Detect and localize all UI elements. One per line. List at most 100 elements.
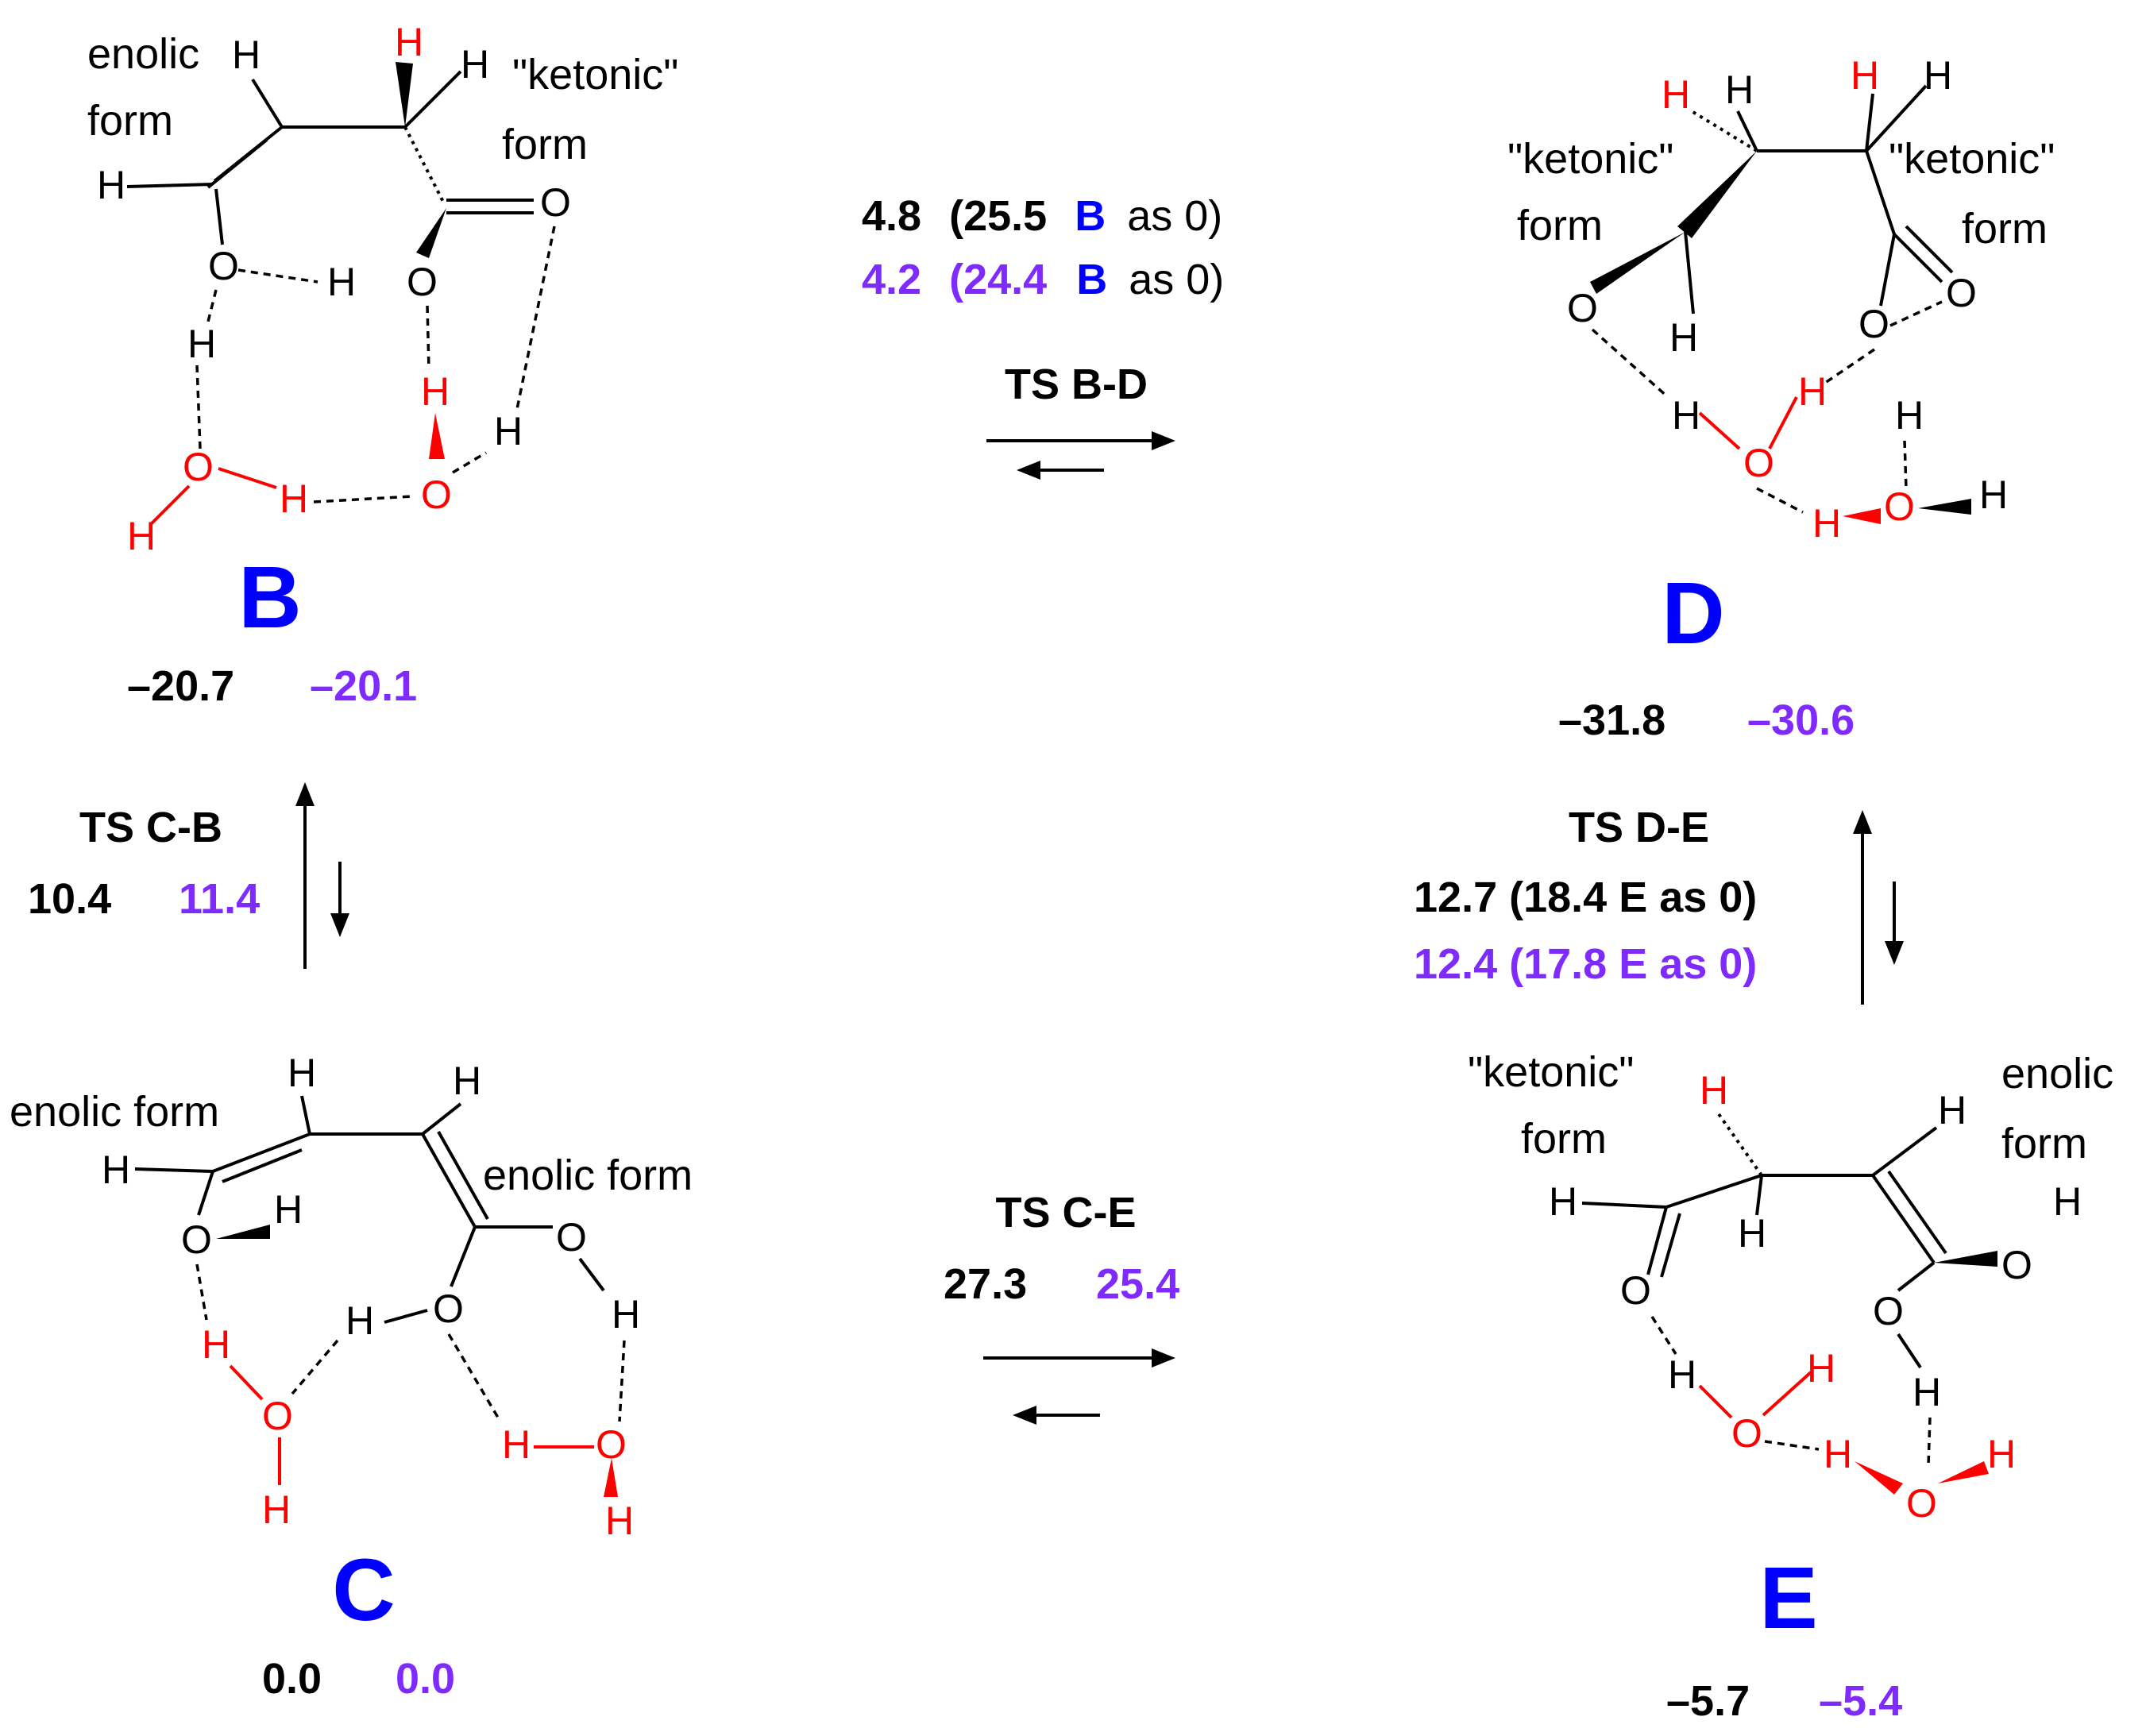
ts-de-line2: 12.4 (17.8 E as 0) (1414, 940, 1757, 988)
ts-bd-value1: 4.8 (862, 192, 921, 240)
atom-h: H (453, 1059, 481, 1103)
ts-bd-paren2: (24.4 (949, 256, 1047, 303)
structure-b: enolic form "ketonic" form H H H H O O H… (87, 20, 678, 710)
transition-c-e: TS C-E 27.3 25.4 (944, 1189, 1179, 1425)
equilibrium-arrows-de (1853, 810, 1904, 1005)
structure-d: H H H H "ketonic" form "ketonic" form O … (1507, 53, 2055, 744)
atom-o: O (1946, 271, 1977, 315)
atom-o: O (1731, 1411, 1762, 1456)
atom-h: H (187, 322, 216, 366)
ts-cb-value1: 10.4 (28, 875, 111, 923)
atom-h: H (1851, 53, 1879, 98)
label-enolic-form: enolic form (10, 1088, 219, 1136)
atom-h: H (97, 163, 125, 207)
atom-h: H (288, 1051, 316, 1095)
label-enolic: enolic (87, 30, 199, 78)
atom-h: H (280, 476, 308, 521)
structure-c: H H enolic form H enolic form O H O H O … (10, 1051, 693, 1703)
atom-h: H (1672, 393, 1700, 438)
energy-b-method1: –20.7 (127, 662, 234, 710)
atom-h: H (605, 1499, 634, 1543)
energy-d-method1: –31.8 (1558, 696, 1665, 744)
ts-de-name: TS D-E (1569, 804, 1709, 851)
energy-b-method2: –20.1 (310, 662, 417, 710)
atom-o: O (1873, 1289, 1904, 1333)
energy-e-method2: –5.4 (1819, 1677, 1902, 1725)
atom-h: H (1798, 369, 1827, 414)
atom-h: H (395, 20, 423, 64)
atom-h: H (494, 409, 523, 453)
ts-bd-ref1: B (1075, 192, 1106, 240)
atom-o: O (1567, 286, 1598, 330)
ts-bd-line1: 4.8 (25.5 B as 0) (862, 192, 1222, 240)
atom-h: H (1979, 473, 2008, 517)
label-form: form (1962, 205, 2048, 253)
equilibrium-arrows-bd (986, 431, 1175, 480)
atom-h: H (1738, 1211, 1766, 1256)
atom-h: H (461, 42, 489, 87)
atom-h: H (274, 1187, 303, 1232)
compound-label-b: B (238, 549, 301, 646)
atom-h: H (1987, 1432, 2016, 1476)
equilibrium-arrows-ce (983, 1348, 1175, 1425)
atom-o: O (183, 445, 214, 489)
atom-h: H (345, 1298, 374, 1343)
label-enolic: enolic (2001, 1050, 2113, 1098)
equilibrium-arrows-cb (295, 782, 349, 969)
atom-h: H (1895, 393, 1924, 438)
ts-bd-ref2: B (1076, 256, 1107, 303)
atom-o: O (407, 260, 438, 304)
label-form: form (1521, 1115, 1607, 1163)
ts-bd-as0-1: as 0) (1127, 192, 1222, 240)
atom-h: H (1668, 1352, 1696, 1397)
structure-e: "ketonic" form enolic form H H H H H O O… (1468, 1048, 2113, 1725)
atom-h: H (102, 1148, 130, 1192)
atom-h: H (1912, 1370, 1941, 1414)
atom-h: H (327, 260, 356, 304)
atom-h: H (2053, 1179, 2082, 1224)
label-ketonic: "ketonic" (1468, 1048, 1634, 1096)
ts-bd-value2: 4.2 (862, 256, 921, 303)
atom-o: O (556, 1215, 587, 1260)
atom-h: H (232, 33, 261, 77)
ts-cb-name: TS C-B (79, 804, 222, 851)
label-form: form (87, 97, 173, 145)
atom-h: H (262, 1487, 291, 1532)
atom-h: H (202, 1322, 230, 1367)
compound-label-c: C (332, 1541, 395, 1639)
atom-o: O (2001, 1243, 2032, 1287)
atom-o: O (1884, 484, 1915, 529)
compound-label-e: E (1759, 1549, 1817, 1647)
atom-h: H (612, 1292, 640, 1337)
atom-o: O (181, 1217, 212, 1262)
atom-h: H (1938, 1088, 1967, 1132)
atom-h: H (1549, 1179, 1577, 1224)
atom-h: H (1824, 1432, 1852, 1476)
ts-ce-name: TS C-E (995, 1189, 1136, 1236)
energy-c-method1: 0.0 (262, 1655, 322, 1703)
atom-o: O (1906, 1481, 1937, 1526)
atom-h: H (502, 1422, 531, 1467)
transition-c-b: TS C-B 10.4 11.4 (28, 782, 349, 969)
atom-h: H (1807, 1346, 1835, 1391)
atom-o: O (1620, 1268, 1651, 1313)
atom-o: O (596, 1422, 627, 1467)
ts-bd-paren1: (25.5 (949, 192, 1047, 240)
label-ketonic: "ketonic" (512, 51, 678, 98)
label-ketonic: "ketonic" (1507, 135, 1673, 183)
ts-de-line1: 12.7 (18.4 E as 0) (1414, 874, 1757, 921)
ts-bd-line2: 4.2 (24.4 B as 0) (862, 256, 1224, 303)
atom-o: O (262, 1394, 293, 1438)
label-ketonic: "ketonic" (1889, 135, 2055, 183)
ts-cb-value2: 11.4 (179, 875, 260, 923)
atom-o: O (433, 1287, 464, 1331)
ts-bd-name: TS B-D (1005, 361, 1148, 408)
atom-h: H (1812, 501, 1841, 546)
transition-b-d: 4.8 (25.5 B as 0) 4.2 (24.4 B as 0) TS B… (862, 192, 1224, 480)
energy-e-method1: –5.7 (1666, 1677, 1750, 1725)
atom-o: O (540, 180, 571, 225)
compound-label-d: D (1662, 565, 1724, 662)
atom-h: H (421, 369, 450, 414)
atom-h: H (1700, 1068, 1728, 1113)
